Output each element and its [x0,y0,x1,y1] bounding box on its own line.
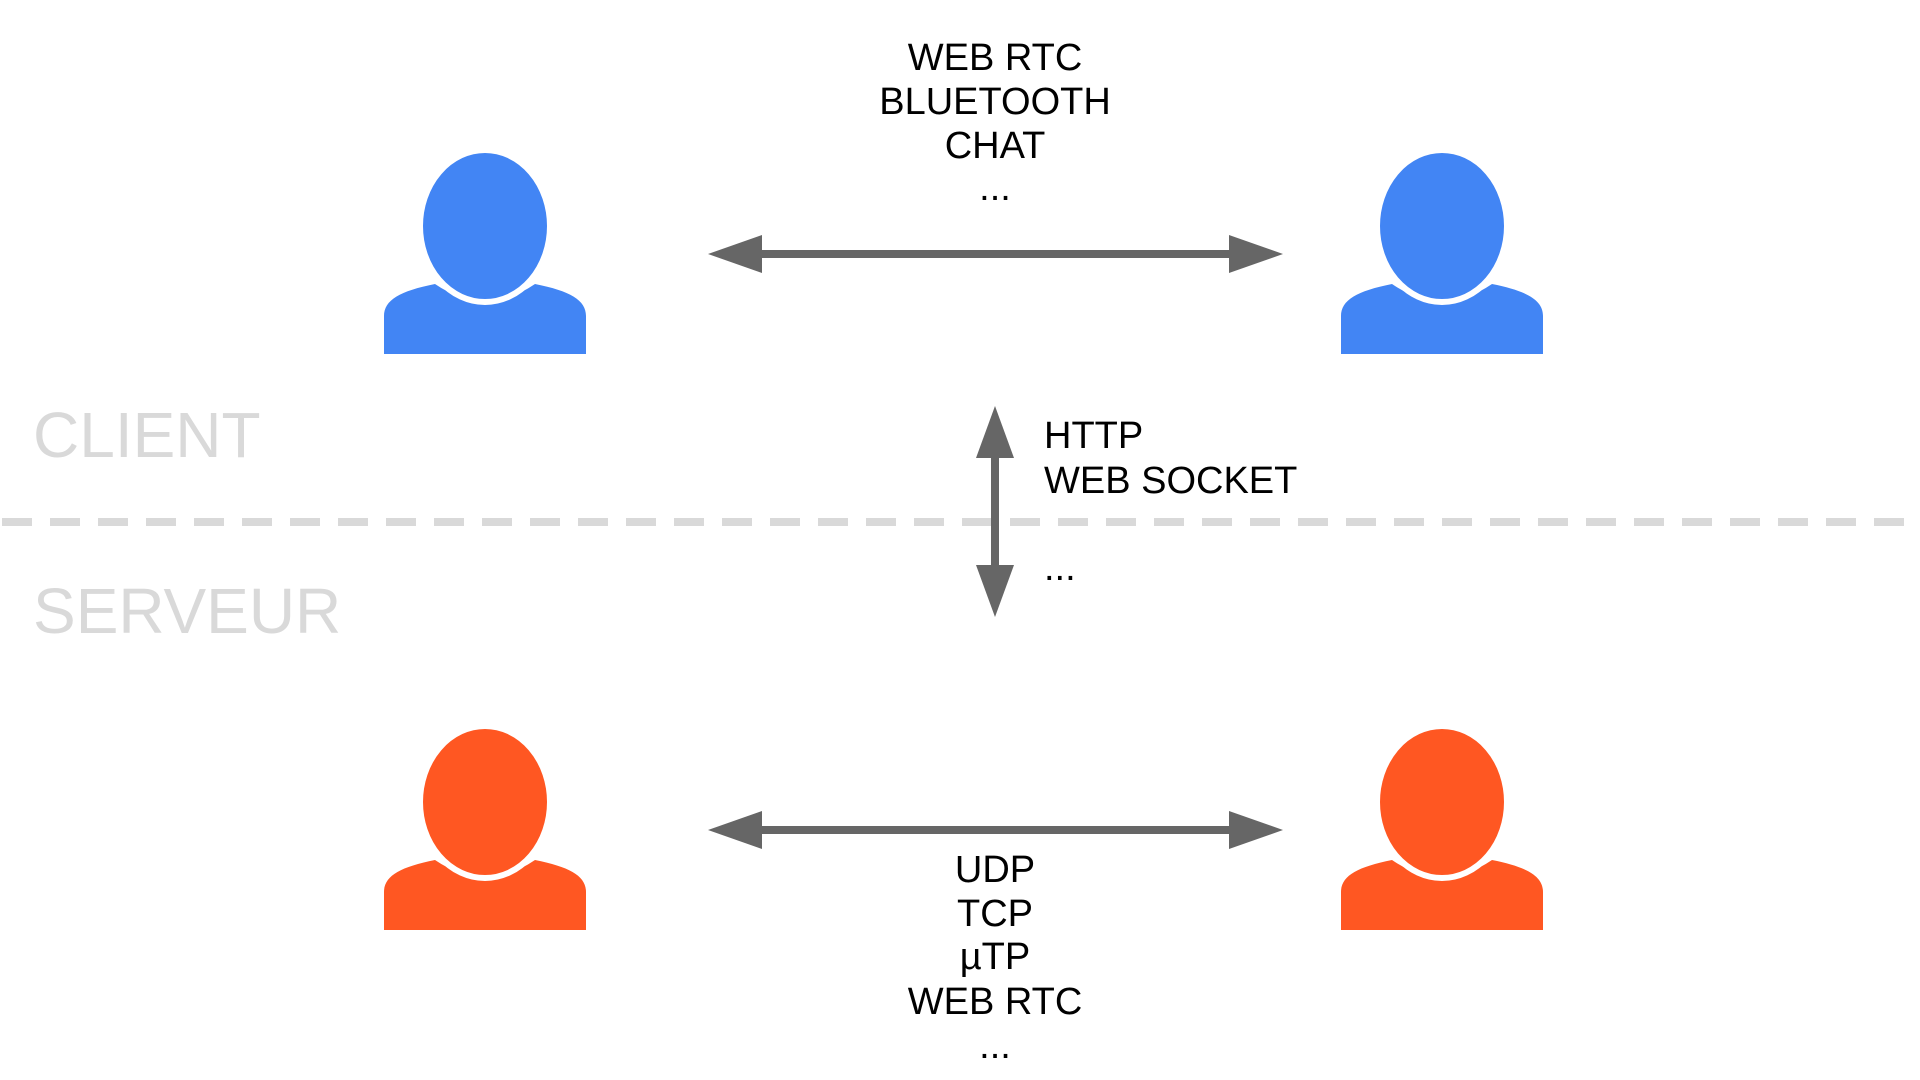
protocol-label: µTP [960,936,1030,978]
server-peer-left-icon [384,723,586,930]
client-to-client-protocols: WEB RTC BLUETOOTH CHAT ... [879,37,1111,209]
server-peer-right-icon [1341,723,1543,930]
protocol-label: HTTP [1044,415,1143,457]
client-to-server-protocols: HTTP WEB SOCKET ... [1044,415,1297,589]
server-to-server-arrow [708,811,1283,849]
protocol-label: BLUETOOTH [879,81,1111,123]
protocol-label: UDP [955,849,1035,891]
protocol-label: WEB RTC [908,981,1083,1023]
client-peer-left-icon [384,147,586,354]
client-zone-label: CLIENT [33,399,261,471]
client-to-client-arrow [708,235,1283,273]
protocol-label: WEB SOCKET [1044,460,1297,502]
protocol-label: ... [1044,547,1076,589]
client-peer-right-icon [1341,147,1543,354]
protocol-label: WEB RTC [908,37,1083,79]
server-zone-label: SERVEUR [33,575,341,647]
protocol-label: CHAT [945,125,1046,167]
server-to-server-protocols: UDP TCP µTP WEB RTC ... [908,849,1083,1067]
protocol-label: ... [979,167,1011,209]
protocol-label: TCP [957,893,1033,935]
protocol-label: ... [979,1025,1011,1067]
client-to-server-arrow [976,406,1014,617]
